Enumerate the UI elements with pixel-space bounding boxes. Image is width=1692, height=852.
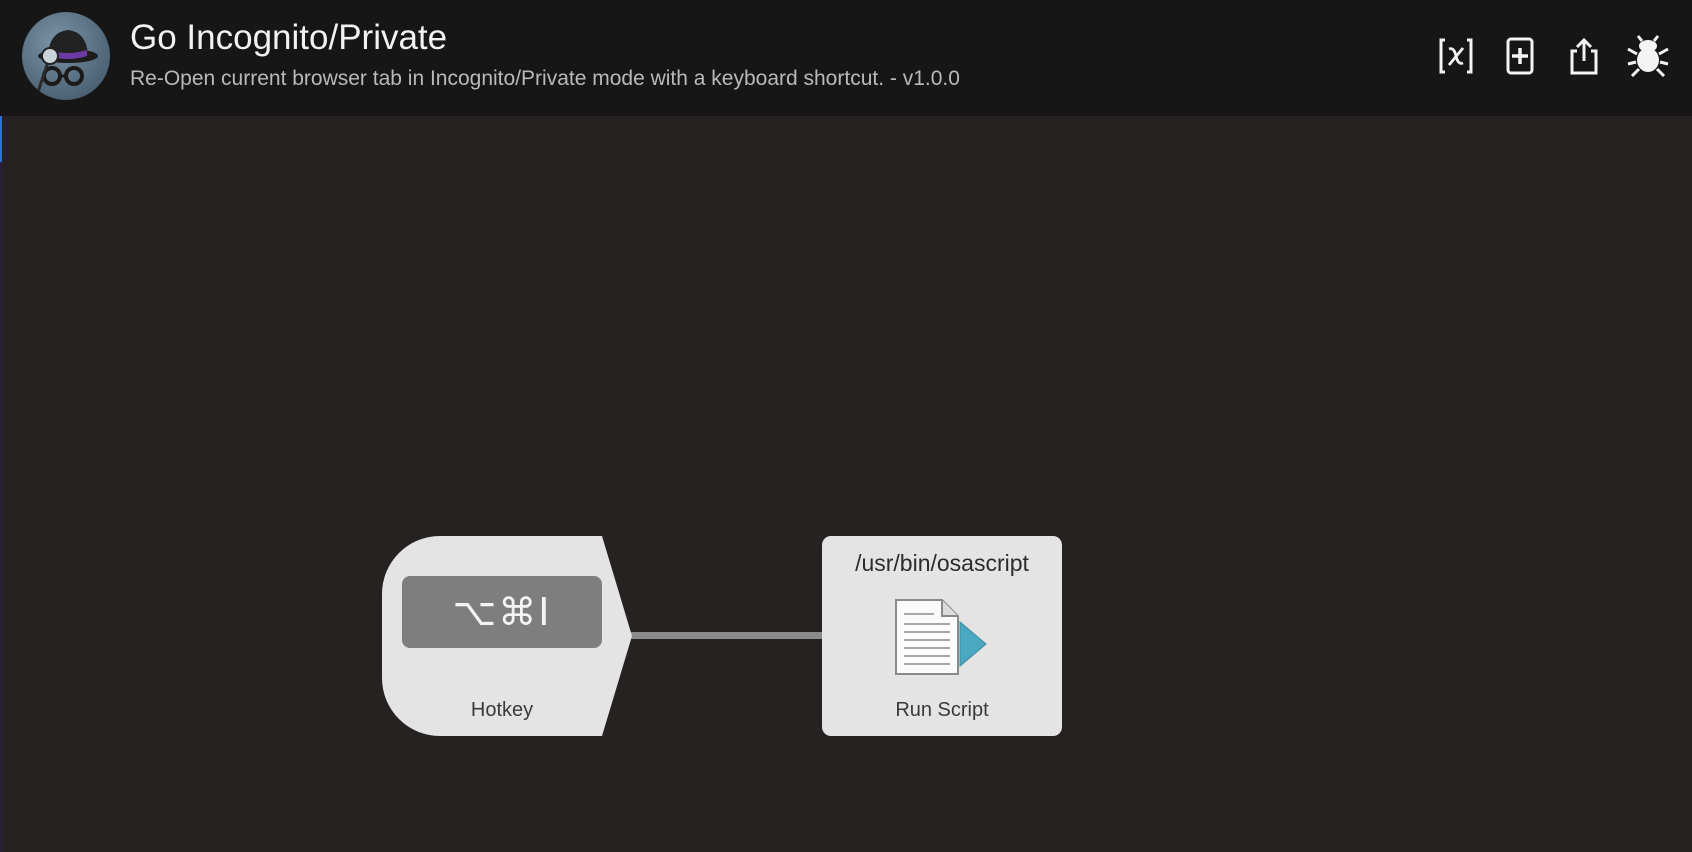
add-object-button[interactable] xyxy=(1498,34,1542,78)
debug-button[interactable] xyxy=(1626,34,1670,78)
node-connector[interactable] xyxy=(630,632,824,639)
add-object-icon xyxy=(1506,37,1534,75)
debug-bug-icon xyxy=(1627,35,1669,78)
hotkey-node-label: Hotkey xyxy=(470,699,534,721)
hotkey-combo: ⌥⌘I xyxy=(402,576,602,648)
workflow-title: Go Incognito/Private xyxy=(130,18,448,57)
left-edge-accent xyxy=(0,82,2,162)
share-icon xyxy=(1570,37,1598,75)
share-button[interactable] xyxy=(1562,34,1606,78)
script-path: /usr/bin/osascript xyxy=(855,550,1029,576)
workflow-header: Go Incognito/Private Re-Open current bro… xyxy=(0,0,1692,116)
variables-icon xyxy=(1439,38,1473,74)
script-document-icon xyxy=(895,599,987,675)
incognito-hat-glasses-icon[interactable] xyxy=(22,12,110,100)
variables-button[interactable] xyxy=(1434,34,1478,78)
left-edge xyxy=(0,0,2,852)
workflow-subtitle: Re-Open current browser tab in Incognito… xyxy=(130,67,960,90)
hotkey-trigger-node[interactable]: ⌥⌘I Hotkey xyxy=(382,536,632,736)
run-script-node[interactable]: /usr/bin/osascript Run Script xyxy=(822,536,1062,736)
run-script-node-label: Run Script xyxy=(895,699,989,721)
